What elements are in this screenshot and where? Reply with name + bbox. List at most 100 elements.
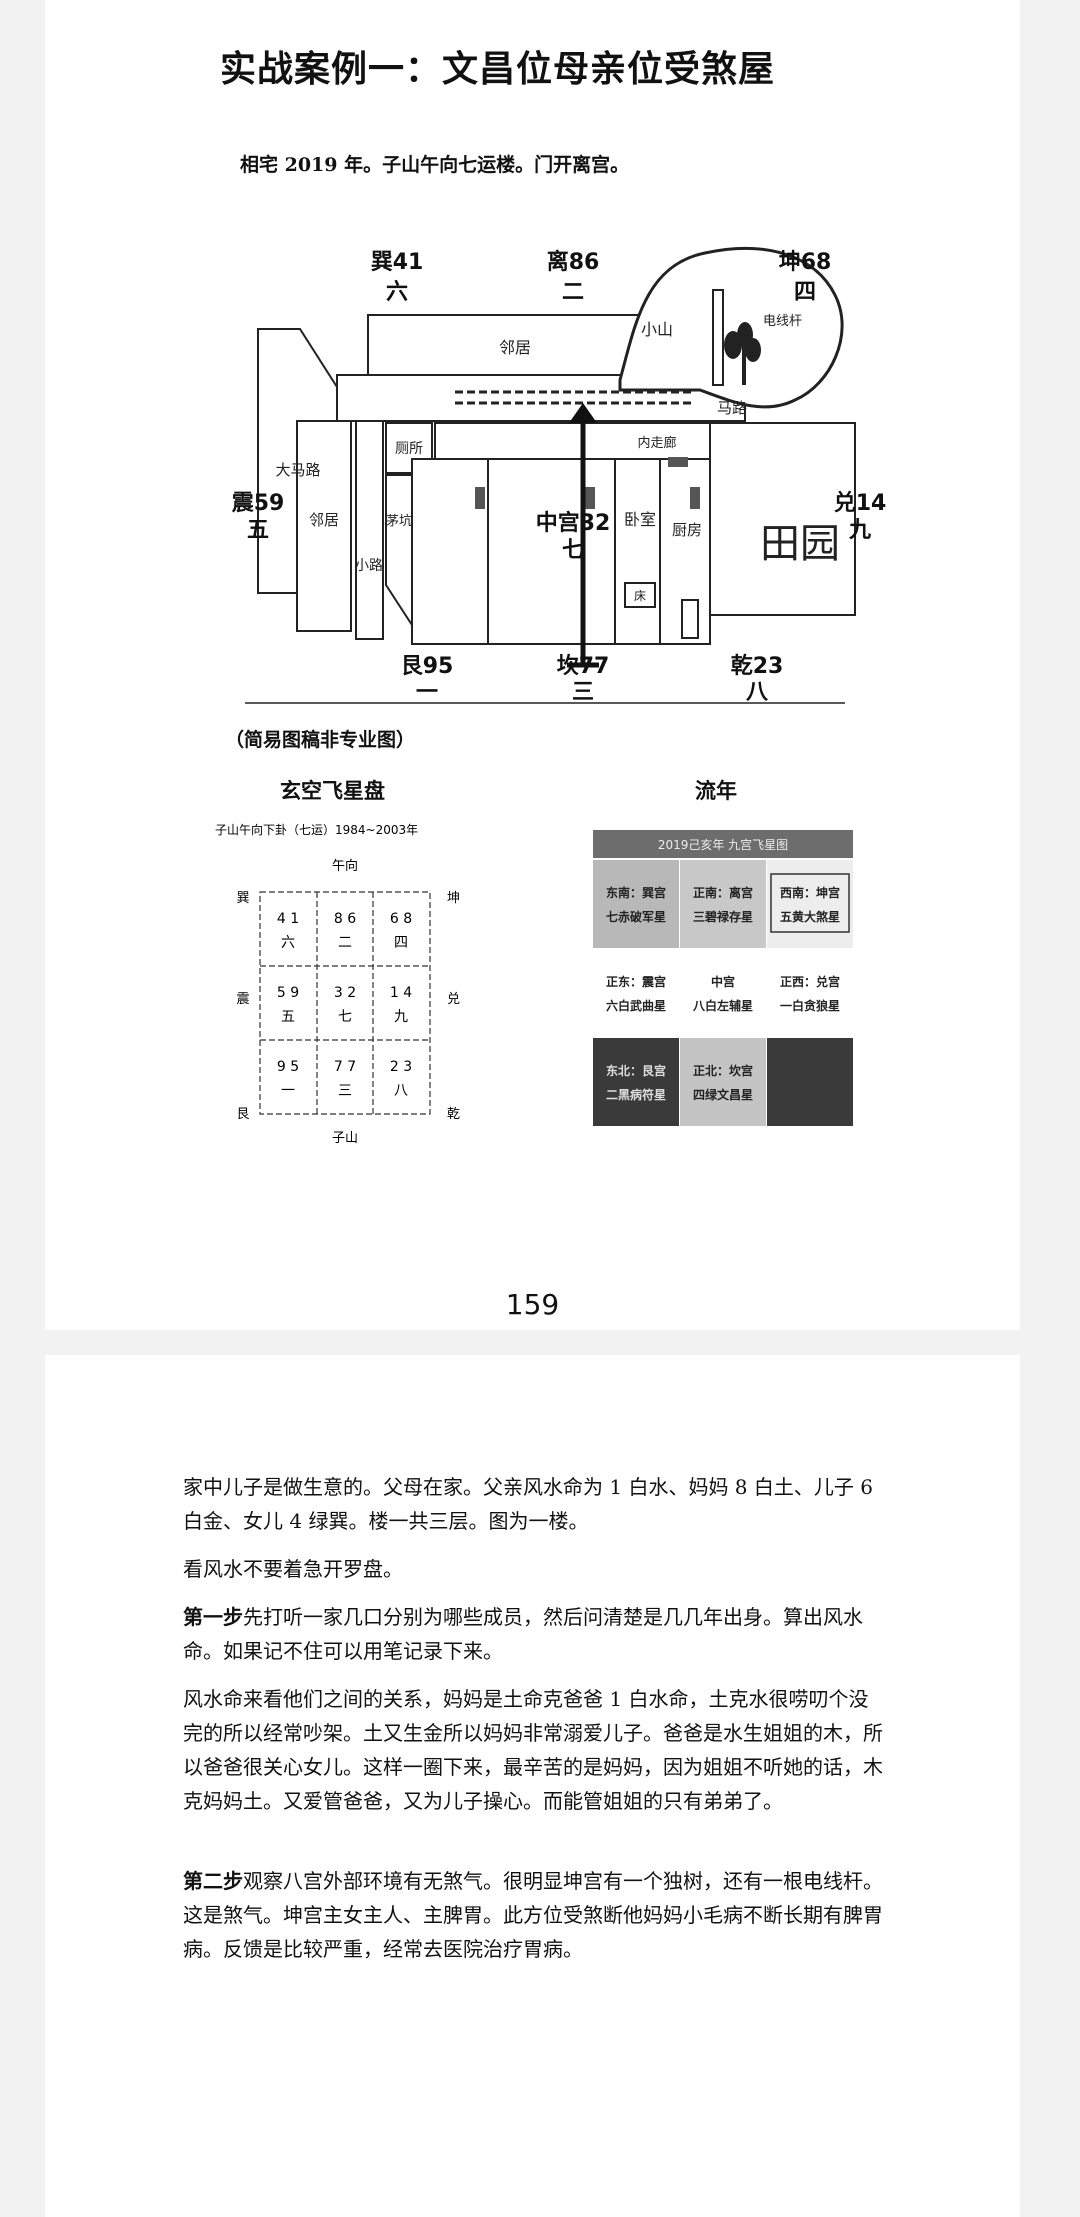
chart-cell-stars: 1 4 bbox=[390, 985, 412, 1001]
label-small-road: 小路 bbox=[355, 558, 383, 574]
annual-cell-palace: 西南：坤宫 bbox=[780, 885, 840, 900]
label-qian-num: 八 bbox=[746, 680, 769, 705]
annual-cell-star: 四绿文昌星 bbox=[693, 1087, 753, 1102]
floor-plan-diagram: 巽41 六 离86 二 坤68 四 震59 五 中宫32 七 兑14 九 艮95… bbox=[232, 246, 887, 705]
hill-shape bbox=[618, 246, 844, 409]
label-toilet: 厕所 bbox=[395, 441, 423, 457]
step-two-text: 观察八宫外部环境有无煞气。很明显坤宫有一个独树，还有一根电线杆。这是煞气。坤宫主… bbox=[183, 1869, 883, 1961]
label-kan: 坎77 bbox=[557, 653, 610, 679]
chart-cell-stars: 6 8 bbox=[390, 911, 412, 927]
annual-cell bbox=[680, 1038, 766, 1126]
annual-cell-star: 二黑病符星 bbox=[606, 1087, 666, 1102]
annual-cell bbox=[767, 860, 853, 948]
label-li-num: 二 bbox=[562, 280, 584, 305]
label-field: 田园 bbox=[760, 521, 840, 567]
annual-cell-palace: 正北：坎宫 bbox=[693, 1063, 753, 1078]
axis-arrow-icon bbox=[569, 403, 597, 423]
chart-cell-number: 一 bbox=[281, 1083, 295, 1099]
label-big-road: 大马路 bbox=[275, 461, 320, 479]
annual-cell-palace: 正西：兑宫 bbox=[780, 974, 840, 989]
label-kan-num: 三 bbox=[572, 680, 594, 705]
pit-shape bbox=[385, 474, 413, 629]
chart-cell-number: 五 bbox=[281, 1009, 295, 1025]
label-kun-num: 四 bbox=[794, 280, 816, 305]
label-dui: 兑14 bbox=[834, 490, 887, 516]
annual-cell bbox=[767, 949, 853, 1037]
chart-cell-stars: 7 7 bbox=[334, 1059, 356, 1075]
diagram-caption: （简易图稿非专业图） bbox=[225, 729, 416, 751]
label-hill: 小山 bbox=[641, 320, 673, 339]
annual-cell-star: 七赤破军星 bbox=[606, 909, 666, 924]
annual-cell bbox=[680, 860, 766, 948]
neighbor-left-shape bbox=[296, 420, 352, 632]
annual-cell-palace: 中宫 bbox=[711, 974, 735, 989]
label-zhen-num: 五 bbox=[247, 518, 269, 543]
step-one-label: 第一步 bbox=[183, 1605, 243, 1629]
book-page-159: 实战案例一：文昌位母亲位受煞屋 相宅 2019 年。子山午向七运楼。门开离宫。 bbox=[45, 0, 1020, 1330]
label-neighbor-left: 邻居 bbox=[309, 511, 339, 529]
annual-cell bbox=[593, 1038, 679, 1126]
chart-gen: 艮 bbox=[236, 1107, 249, 1122]
annual-header: 2019己亥年 九宫飞星图 bbox=[658, 837, 788, 852]
label-li: 离86 bbox=[547, 249, 600, 275]
chart-dui: 兑 bbox=[447, 992, 460, 1007]
page-title: 实战案例一：文昌位母亲位受煞屋 bbox=[220, 48, 776, 90]
paragraph-1: 家中儿子是做生意的。父母在家。父亲风水命为 1 白水、妈妈 8 白土、儿子 6 … bbox=[183, 1475, 873, 1533]
chart-zhen: 震 bbox=[236, 992, 249, 1007]
label-pole: 电线杆 bbox=[763, 314, 802, 329]
stove-shape bbox=[681, 599, 699, 639]
paragraph-2: 看风水不要着急开罗盘。 bbox=[183, 1557, 403, 1581]
label-corridor: 内走廊 bbox=[637, 435, 676, 451]
chart-header: 子山午向下卦（七运）1984~2003年 bbox=[215, 822, 418, 837]
annual-cell-palace: 正东：震宫 bbox=[606, 974, 666, 989]
intro-text: 相宅 2019 年。子山午向七运楼。门开离宫。 bbox=[240, 154, 630, 176]
step-one-text: 先打听一家几口分别为哪些成员，然后问清楚是几几年出身。算出风水命。如果记不住可以… bbox=[183, 1605, 863, 1663]
paragraph-5: 第二步观察八宫外部环境有无煞气。很明显坤宫有一个独树，还有一根电线杆。这是煞气。… bbox=[183, 1864, 883, 1966]
page-number: 159 bbox=[505, 1288, 560, 1321]
label-center-num: 七 bbox=[562, 538, 584, 563]
label-dui-num: 九 bbox=[848, 518, 871, 543]
annual-cell-palace: 东南：巽宫 bbox=[606, 885, 666, 900]
label-xun-num: 六 bbox=[386, 280, 408, 305]
chart-cell-stars: 4 1 bbox=[277, 911, 299, 927]
label-gen-num: 一 bbox=[416, 680, 438, 705]
label-bedroom: 卧室 bbox=[624, 510, 656, 529]
label-gen: 艮95 bbox=[401, 654, 454, 679]
flying-star-chart-title: 玄空飞星盘 bbox=[280, 778, 385, 803]
annual-cell-star: 八白左辅星 bbox=[692, 998, 753, 1013]
chart-top-label: 午向 bbox=[332, 858, 358, 874]
annual-cell-palace: 东北：艮宫 bbox=[606, 1063, 666, 1078]
chart-cell-number: 九 bbox=[394, 1009, 408, 1025]
chart-cell-number: 三 bbox=[338, 1083, 352, 1099]
chart-cell-stars: 3 2 bbox=[334, 985, 356, 1001]
chart-cell-number: 六 bbox=[281, 935, 295, 951]
annual-cell-star: 六白武曲星 bbox=[606, 998, 666, 1013]
step-two-label: 第二步 bbox=[183, 1869, 243, 1893]
chart-cell-stars: 5 9 bbox=[277, 985, 299, 1001]
annual-cell bbox=[593, 860, 679, 948]
chart-cell-number: 二 bbox=[338, 935, 352, 951]
chart-cell-stars: 9 5 bbox=[277, 1059, 299, 1075]
chart-kun: 坤 bbox=[447, 891, 460, 906]
label-xun: 巽41 bbox=[371, 250, 424, 275]
flying-star-chart: 子山午向下卦（七运）1984~2003年 午向 子山 巽 坤 震 兑 艮 乾 4… bbox=[215, 822, 460, 1146]
annual-cell bbox=[767, 1038, 853, 1126]
chart-cell-number: 八 bbox=[394, 1083, 408, 1099]
label-neighbor-top: 邻居 bbox=[499, 338, 531, 357]
label-kitchen: 厨房 bbox=[672, 521, 702, 539]
label-zhen: 震59 bbox=[232, 491, 285, 516]
chart-cell-stars: 8 6 bbox=[334, 911, 356, 927]
tree-icon bbox=[724, 322, 761, 385]
paragraph-4: 风水命来看他们之间的关系，妈妈是土命克爸爸 1 白水命，土克水很唠叨个没完的所以… bbox=[183, 1687, 883, 1813]
chart-qian: 乾 bbox=[447, 1107, 460, 1122]
bed-shape bbox=[624, 582, 656, 608]
chart-bottom-label: 子山 bbox=[332, 1131, 358, 1146]
label-bed: 床 bbox=[634, 589, 646, 603]
paragraph-3: 第一步先打听一家几口分别为哪些成员，然后问清楚是几几年出身。算出风水命。如果记不… bbox=[183, 1600, 883, 1668]
pole-shape bbox=[712, 289, 724, 386]
small-road-shape bbox=[355, 420, 384, 640]
annual-nine-palace-chart: 2019己亥年 九宫飞星图 东南：巽宫七赤破军星正南：离宫三碧禄存星西南：坤宫五… bbox=[593, 830, 853, 1126]
annual-cell bbox=[680, 949, 766, 1037]
chart-xun: 巽 bbox=[236, 891, 249, 906]
annual-chart-title: 流年 bbox=[695, 778, 737, 803]
